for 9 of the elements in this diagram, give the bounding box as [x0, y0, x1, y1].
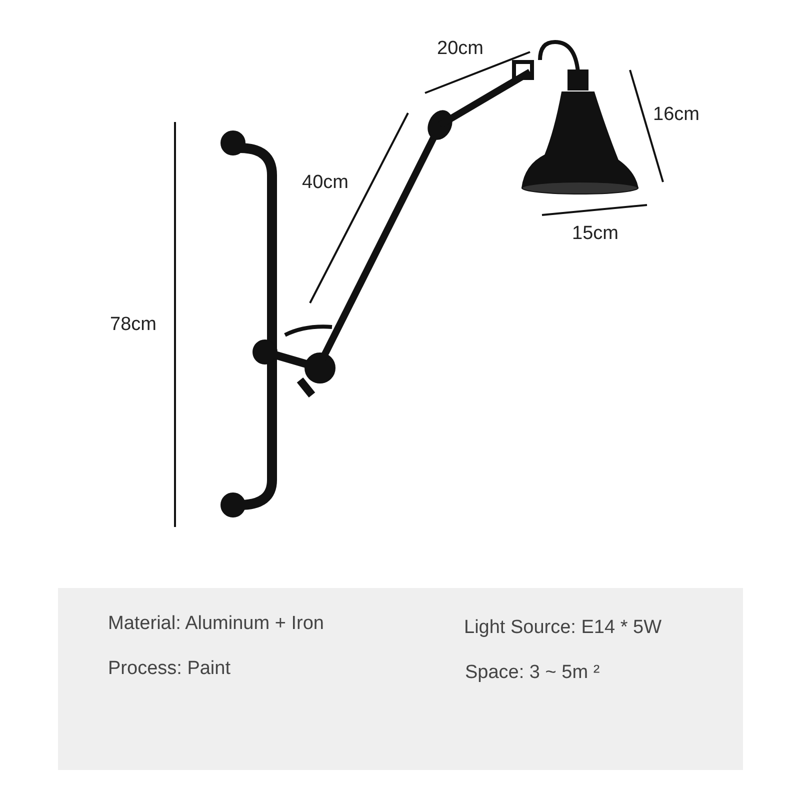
dimension-label: 40cm: [302, 172, 348, 194]
spec-text: Process: Paint: [108, 658, 230, 680]
dimension-label: 20cm: [437, 38, 484, 60]
spec-text: Material: Aluminum + Iron: [108, 613, 324, 635]
spec-text: Light Source: E14 * 5W: [464, 617, 662, 639]
spec-text: Space: 3 ~ 5m ²: [465, 662, 600, 684]
dimension-label: 15cm: [572, 223, 618, 245]
dimension-label: 16cm: [653, 104, 700, 126]
dimension-label: 78cm: [110, 314, 156, 336]
